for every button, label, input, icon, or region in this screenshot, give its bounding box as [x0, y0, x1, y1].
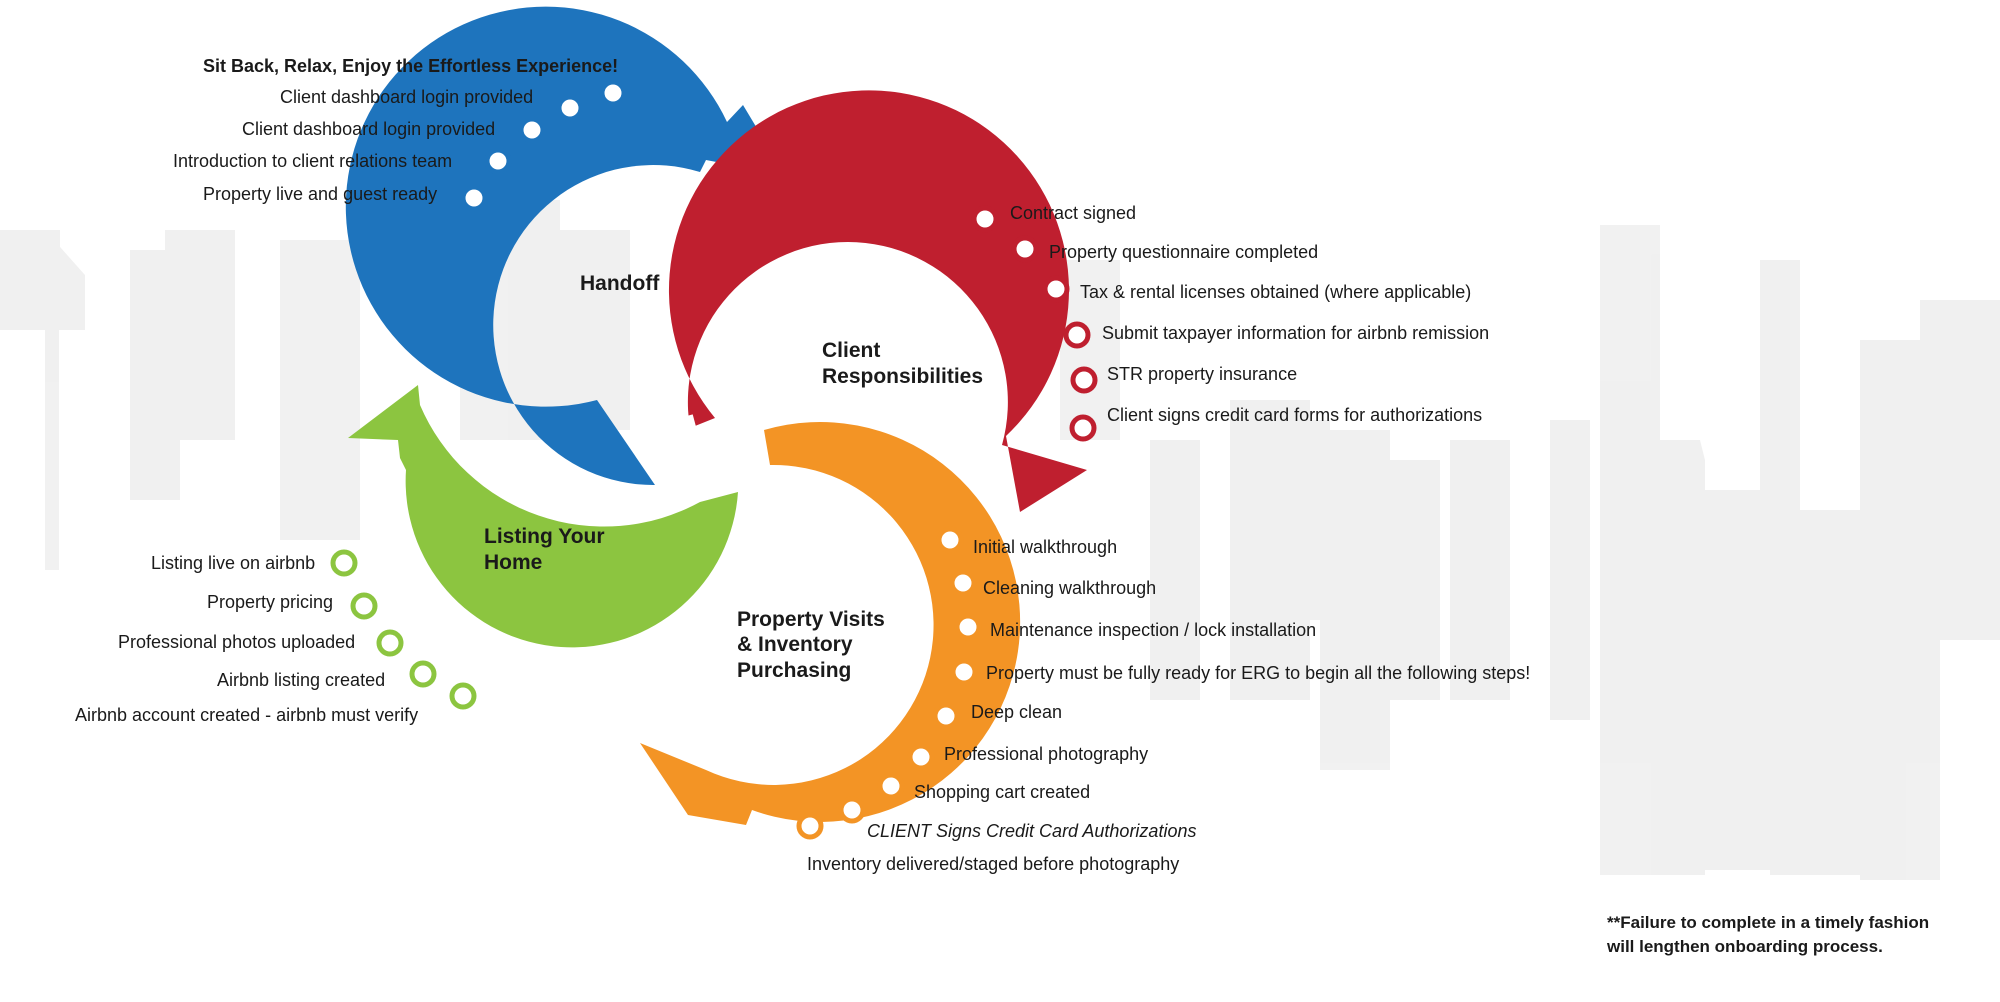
footnote-line2: will lengthen onboarding process. — [1606, 937, 1883, 956]
visits-item-label: CLIENT Signs Credit Card Authorizations — [867, 821, 1196, 841]
client-item-label: Submit taxpayer information for airbnb r… — [1102, 323, 1489, 343]
listing-marker — [449, 682, 477, 710]
listing-item-label: Professional photos uploaded — [118, 632, 355, 652]
handoff-items: Sit Back, Relax, Enjoy the Effortless Ex… — [173, 56, 627, 212]
visits-marker — [932, 702, 960, 730]
visits-title-line2: & Inventory — [737, 633, 853, 656]
visits-item-label: Deep clean — [971, 702, 1062, 722]
client-marker — [1063, 321, 1091, 349]
visits-marker — [954, 613, 982, 641]
client-marker — [971, 205, 999, 233]
listing-items: Listing live on airbnb Property pricing … — [75, 549, 477, 725]
handoff-marker — [460, 184, 488, 212]
handoff-item-label: Client dashboard login provided — [242, 119, 495, 139]
background-skyline — [0, 200, 2000, 880]
client-title-line2: Responsibilities — [822, 365, 983, 388]
visits-marker — [796, 812, 824, 840]
client-item-label: STR property insurance — [1107, 364, 1297, 384]
listing-marker — [376, 629, 404, 657]
listing-title-line1: Listing Your — [484, 525, 605, 548]
visits-marker — [950, 658, 978, 686]
visits-marker — [877, 772, 905, 800]
visits-title-line1: Property Visits — [737, 608, 885, 631]
client-title-line1: Client — [822, 339, 880, 362]
listing-marker — [330, 549, 358, 577]
property-visits-arc — [640, 421, 1021, 825]
handoff-marker — [484, 147, 512, 175]
listing-item-label: Listing live on airbnb — [151, 553, 315, 573]
visits-item-label: Inventory delivered/staged before photog… — [807, 854, 1179, 874]
visits-item-label: Property must be fully ready for ERG to … — [986, 663, 1530, 683]
client-item-label: Client signs credit card forms for autho… — [1107, 405, 1482, 425]
visits-item-label: Initial walkthrough — [973, 537, 1117, 557]
client-item-label: Contract signed — [1010, 203, 1136, 223]
listing-marker — [350, 592, 378, 620]
client-marker — [1069, 414, 1097, 442]
handoff-marker — [556, 94, 584, 122]
handoff-arc — [345, 6, 785, 486]
listing-item-label: Airbnb account created - airbnb must ver… — [75, 705, 418, 725]
visits-marker — [949, 569, 977, 597]
handoff-item-label: Property live and guest ready — [203, 184, 437, 204]
client-marker — [1011, 235, 1039, 263]
listing-title-line2: Home — [484, 551, 542, 574]
listing-marker — [409, 660, 437, 688]
visits-item-label: Maintenance inspection / lock installati… — [990, 620, 1316, 640]
visits-items: Initial walkthrough Cleaning walkthrough… — [796, 526, 1530, 874]
client-responsibilities-arc — [668, 90, 1087, 513]
visits-item-label: Shopping cart created — [914, 782, 1090, 802]
visits-marker — [907, 743, 935, 771]
client-item-label: Tax & rental licenses obtained (where ap… — [1080, 282, 1471, 302]
footnote-line1: **Failure to complete in a timely fashio… — [1607, 913, 1929, 932]
handoff-item-label: Sit Back, Relax, Enjoy the Effortless Ex… — [203, 56, 618, 76]
listing-item-label: Airbnb listing created — [217, 670, 385, 690]
client-item-label: Property questionnaire completed — [1049, 242, 1318, 262]
visits-marker — [936, 526, 964, 554]
listing-item-label: Property pricing — [207, 592, 333, 612]
visits-item-label: Professional photography — [944, 744, 1148, 764]
handoff-marker — [518, 116, 546, 144]
handoff-marker — [599, 79, 627, 107]
visits-marker — [838, 796, 866, 824]
visits-title-line3: Purchasing — [737, 659, 851, 682]
handoff-item-label: Introduction to client relations team — [173, 151, 452, 171]
client-marker — [1070, 366, 1098, 394]
client-marker — [1042, 275, 1070, 303]
client-items: Contract signed Property questionnaire c… — [971, 203, 1489, 442]
arc-separators — [679, 414, 711, 486]
listing-arc — [348, 385, 738, 648]
handoff-item-label: Client dashboard login provided — [280, 87, 533, 107]
handoff-title: Handoff — [580, 272, 660, 295]
visits-item-label: Cleaning walkthrough — [983, 578, 1156, 598]
